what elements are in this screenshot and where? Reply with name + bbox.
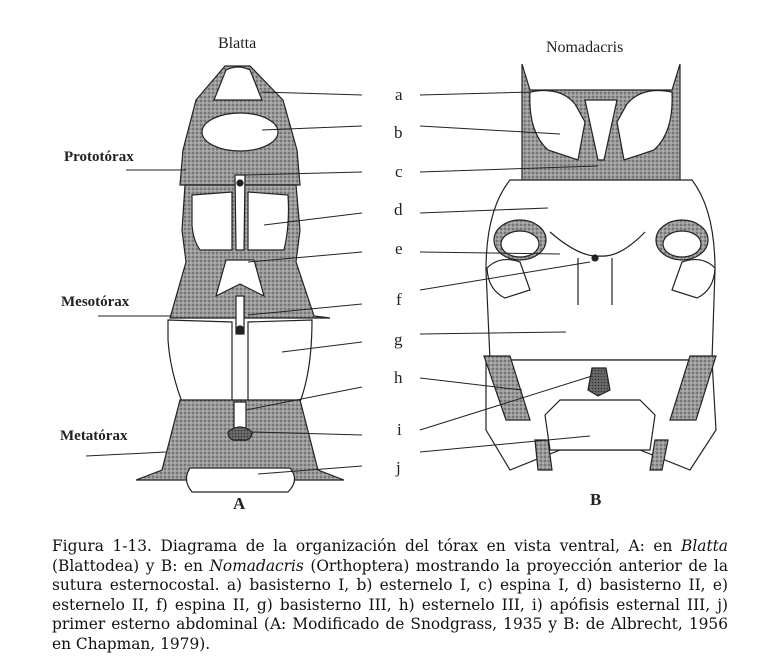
- letter-i: i: [397, 420, 402, 439]
- diagram-svg: [85, 63, 717, 493]
- letter-h: h: [394, 368, 403, 387]
- title-nomadacris: Nomadacris: [546, 39, 624, 56]
- letter-e: e: [395, 239, 403, 258]
- letter-g: g: [394, 330, 403, 349]
- letter-b: b: [394, 123, 403, 142]
- letter-a: a: [395, 85, 403, 104]
- title-blatta: Blatta: [218, 35, 257, 52]
- letter-j: j: [396, 458, 401, 477]
- figure-caption: Figura 1-13. Diagrama de la organización…: [52, 537, 728, 654]
- letter-c: c: [395, 162, 403, 181]
- label-metatorax: Metatórax: [60, 428, 128, 444]
- nomadacris-drawing: [483, 63, 717, 471]
- label-mesotorax: Mesotórax: [61, 294, 130, 310]
- blatta-drawing: [135, 65, 345, 493]
- label-prototorax: Prototórax: [64, 149, 134, 165]
- blatta-abdominal-sternum: [185, 467, 296, 493]
- letter-d: d: [394, 200, 403, 219]
- caption-genus-blatta: Blatta: [681, 537, 728, 555]
- leader-lines: [85, 91, 599, 475]
- caption-part-2: (Blattodea) y B: en: [52, 556, 210, 575]
- caption-part-1: Figura 1-13. Diagrama de la organización…: [52, 537, 682, 555]
- thorax-diagram: Blatta Nomadacris Prototórax Mesotórax M…: [60, 35, 717, 513]
- panel-label-b: B: [590, 490, 602, 509]
- caption-part-3: (Orthoptera) mostrando la proyección ant…: [52, 556, 728, 653]
- caption-genus-nomadacris: Nomadacris: [209, 556, 304, 575]
- letter-f: f: [396, 290, 402, 309]
- panel-label-a: A: [233, 494, 246, 513]
